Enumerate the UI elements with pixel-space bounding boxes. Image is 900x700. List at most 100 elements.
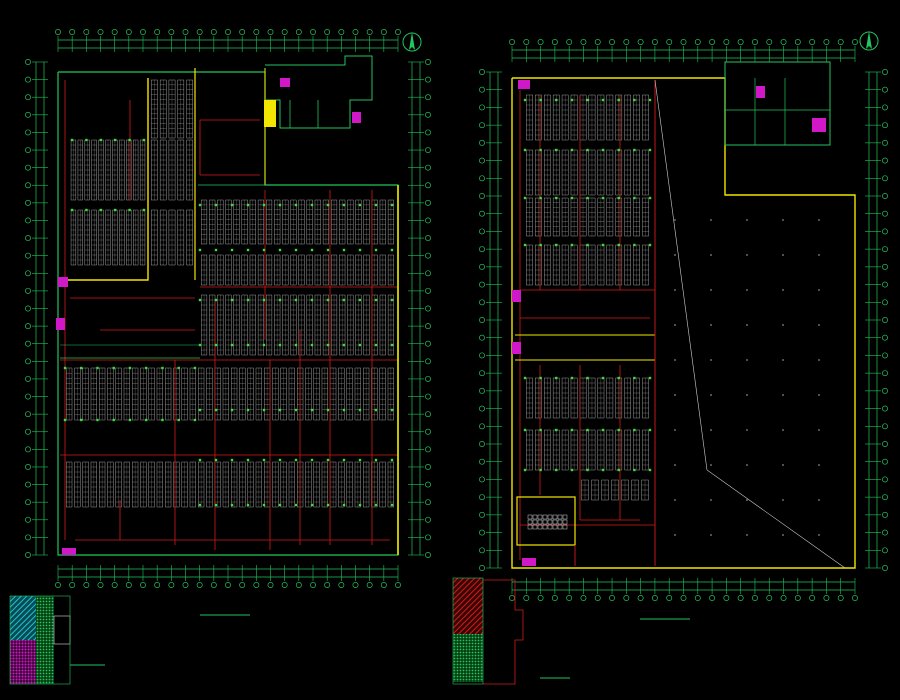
sprinkler-node <box>601 468 605 472</box>
north-arrow-icon <box>402 32 422 52</box>
sprinkler-head <box>746 359 748 361</box>
axis-bubble <box>882 263 888 270</box>
axis-bubble <box>479 193 485 199</box>
axis-bubble <box>25 323 31 330</box>
axis-bubble <box>425 129 431 136</box>
sprinkler-node <box>310 503 314 507</box>
sprinkler-node <box>193 418 197 422</box>
axis-bubble <box>852 595 858 601</box>
axis-bubble <box>882 441 888 447</box>
sprinkler-node <box>262 343 266 347</box>
sprinkler-node <box>358 503 362 507</box>
sprinkler-node <box>230 248 234 252</box>
sprinkler-node <box>539 243 542 247</box>
sprinkler-node <box>601 98 605 102</box>
sprinkler-head <box>818 359 820 361</box>
sprinkler-node <box>262 248 266 252</box>
axis-bubble <box>882 157 888 164</box>
axis-bubble <box>324 29 331 35</box>
sprinkler-head <box>818 219 820 221</box>
sprinkler-node <box>278 248 282 252</box>
axis-bubble <box>281 29 288 35</box>
sprinkler-node <box>358 343 362 347</box>
sprinkler-node <box>539 376 542 380</box>
axis-bubble <box>140 582 146 588</box>
axis-bubble <box>25 534 31 541</box>
sprinkler-node <box>555 196 558 200</box>
axis-bubble <box>479 157 485 164</box>
axis-bubble <box>651 39 658 45</box>
sprinkler-node <box>145 366 148 370</box>
stair-tread <box>542 519 548 525</box>
axis-bubble <box>479 281 485 288</box>
sprinkler-node <box>617 376 620 380</box>
stair-tread <box>537 524 543 530</box>
hatch-pattern-icon <box>453 634 483 682</box>
axis-bubble <box>97 582 104 588</box>
axis-bubble <box>338 29 345 35</box>
sprinkler-node <box>294 503 298 507</box>
axis-bubble <box>25 305 31 312</box>
sprinkler-node <box>114 138 117 142</box>
sprinkler-node <box>358 408 362 412</box>
axis-bubble <box>882 423 888 430</box>
axis-bubble <box>25 252 31 259</box>
axis-bubble <box>882 69 888 75</box>
axis-bubble <box>25 76 31 83</box>
axis-bubble <box>295 29 302 35</box>
sprinkler-node <box>246 408 250 412</box>
sprinkler-node <box>374 458 378 462</box>
axis-bubble <box>837 595 844 601</box>
axis-bubble <box>425 76 431 83</box>
sprinkler-node <box>198 408 202 412</box>
axis-bubble <box>425 199 431 206</box>
sprinkler-node <box>326 343 330 347</box>
axis-bubble <box>809 39 816 45</box>
axis-bubble <box>154 582 161 588</box>
axis-bubble <box>637 595 644 601</box>
right-pipe-network <box>519 90 820 560</box>
axis-bubble <box>352 582 359 588</box>
sprinkler-node <box>262 503 266 507</box>
sprinkler-node <box>586 468 589 472</box>
sprinkler-node <box>112 366 115 370</box>
sprinkler-node <box>539 196 542 200</box>
equipment-marker <box>756 86 765 98</box>
axis-bubble <box>295 582 302 588</box>
right-equipment <box>512 80 826 566</box>
axis-bubble <box>25 287 31 294</box>
equipment-marker <box>56 318 65 330</box>
sprinkler-head <box>818 394 820 396</box>
sprinkler-node <box>601 428 605 432</box>
equipment-marker <box>280 78 290 87</box>
axis-bubble <box>479 139 485 146</box>
sprinkler-head <box>710 394 712 396</box>
axis-bubble <box>479 263 485 270</box>
axis-bubble <box>182 29 189 35</box>
axis-bubble <box>25 375 31 382</box>
sprinkler-node <box>142 208 146 212</box>
hatch-pattern-icon <box>10 596 36 640</box>
sprinkler-node <box>278 458 282 462</box>
axis-bubble <box>125 29 132 35</box>
axis-bubble <box>766 595 773 601</box>
sprinkler-node <box>539 468 542 472</box>
sprinkler-head <box>818 324 820 326</box>
axis-bubble <box>479 69 485 75</box>
axis-bubble <box>425 305 431 312</box>
sprinkler-node <box>648 243 652 247</box>
axis-bubble <box>479 175 485 182</box>
stair-tread <box>537 514 543 520</box>
sprinkler-node <box>214 343 218 347</box>
sprinkler-node <box>374 248 378 252</box>
sprinkler-node <box>230 343 234 347</box>
sprinkler-head <box>674 534 676 536</box>
sprinkler-node <box>342 298 346 302</box>
axis-bubble <box>651 595 658 601</box>
axis-bubble <box>580 39 587 45</box>
sprinkler-node <box>326 248 330 252</box>
sprinkler-node <box>310 458 314 462</box>
axis-bubble <box>425 552 431 558</box>
axis-bubble <box>882 476 888 483</box>
sprinkler-head <box>782 394 784 396</box>
